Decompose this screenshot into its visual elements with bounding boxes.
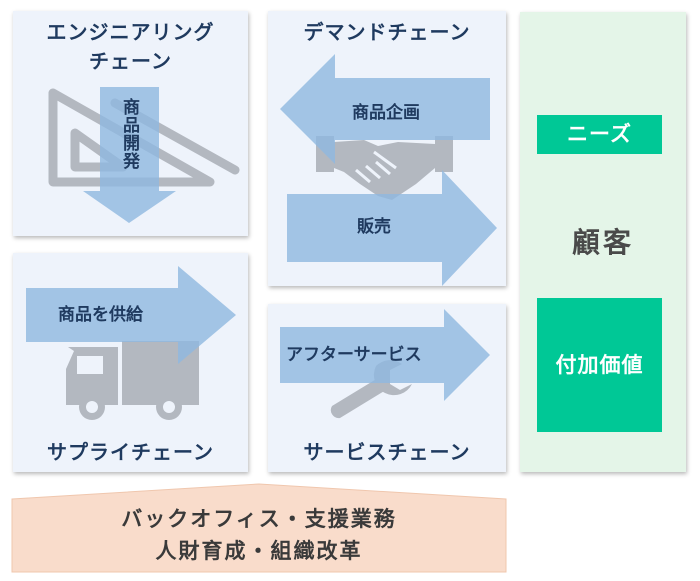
needs-label: ニーズ — [537, 115, 662, 154]
back-office-line1: バックオフィス・支援業務 — [121, 507, 397, 531]
added-value-label: 付加価値 — [537, 298, 662, 432]
product-development-arrow — [83, 87, 176, 223]
engineering-chain-title-line2: チェーン — [89, 49, 172, 73]
service-chain-title: サービスチェーン — [303, 440, 471, 464]
product-planning-label: 商品企画 — [352, 103, 420, 123]
demand-chain-title: デマンドチェーン — [303, 20, 471, 44]
sales-arrow — [287, 170, 497, 286]
after-service-arrow — [280, 309, 490, 401]
product-planning-arrow — [280, 54, 490, 164]
after-service-label: アフターサービス — [286, 345, 422, 365]
supply-product-label: 商品を供給 — [58, 305, 143, 325]
customer-label: 顧客 — [571, 226, 634, 259]
sales-label: 販売 — [357, 217, 391, 237]
supply-chain-title: サプライチェーン — [47, 440, 214, 464]
back-office-base-shape — [11, 483, 507, 573]
product-development-label: 商品開発 — [119, 98, 139, 170]
back-office-line2: 人財育成・組織改革 — [155, 539, 363, 563]
engineering-chain-title-line1: エンジニアリング — [46, 20, 215, 44]
supply-product-arrow — [26, 266, 236, 364]
